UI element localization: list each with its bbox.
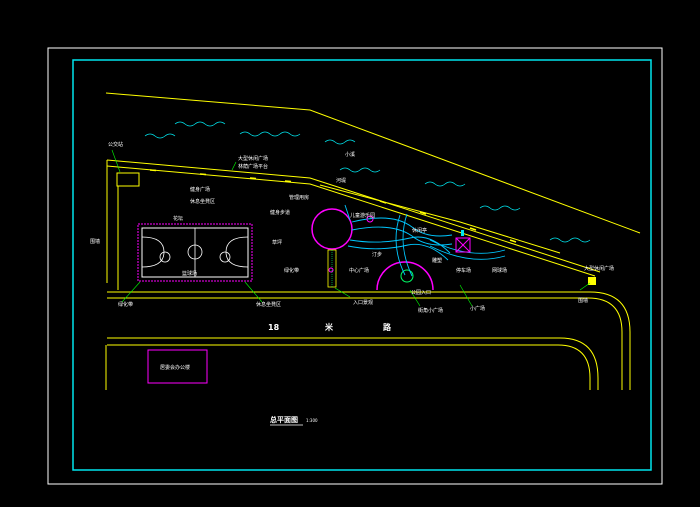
label-canopy-area-2: 林荫广场平台	[238, 163, 268, 170]
label-flower-bed: 花坛	[173, 215, 183, 222]
label-canopy-area: 大型休闲广场	[238, 155, 268, 162]
plan-labels: 公交站 小溪 大型休闲广场 林荫广场平台 健身广场 休息坐凳区 花坛 篮球场 围…	[90, 141, 614, 424]
label-tennis: 网球场	[492, 267, 507, 274]
label-road-unit: 米	[324, 322, 334, 332]
pavilion-marker	[461, 230, 464, 236]
label-bus-stop: 公交站	[108, 141, 123, 148]
label-stream: 小溪	[345, 151, 355, 158]
label-shelter-zone: 休息坐凳区	[190, 198, 215, 205]
basketball-court-area	[137, 223, 253, 282]
label-wall-2: 围墙	[578, 297, 588, 304]
label-entrance-landscape: 入口景观	[353, 299, 373, 306]
label-corner-plaza: 街角小广场	[418, 307, 443, 314]
entrance-plaza	[376, 261, 434, 291]
service-box	[588, 277, 596, 285]
drawing-scale: 1:300	[306, 418, 318, 423]
label-sculpture: 雕塑	[432, 257, 442, 264]
label-service-2: 大型休闲广场	[584, 265, 614, 272]
label-central-plaza: 中心广场	[349, 267, 369, 274]
outer-frame	[47, 47, 663, 485]
garden-paths	[344, 204, 506, 277]
label-stepping-path: 汀步	[372, 251, 382, 258]
label-wall: 围墙	[90, 238, 100, 245]
label-pavilion: 休闲亭	[412, 227, 427, 234]
label-entrance: 公园入口	[411, 290, 431, 296]
label-shelter-zone-2: 休息坐凳区	[256, 301, 281, 308]
label-service: 管理用房	[289, 194, 309, 201]
river-bank-line	[105, 92, 641, 234]
inner-frame	[72, 59, 652, 471]
central-plaza	[311, 208, 353, 288]
label-childrens-play: 儿童游乐园	[350, 212, 375, 219]
label-road-name: 路	[383, 322, 392, 332]
promenade	[106, 159, 601, 277]
label-fitness-plaza: 健身广场	[190, 186, 210, 193]
label-lawn: 草坪	[272, 239, 282, 246]
label-road-width: 18	[268, 323, 280, 332]
bench-marks	[149, 169, 517, 243]
leader-lines	[111, 149, 591, 307]
road	[105, 291, 631, 390]
drawing-title: 总平面图	[270, 415, 298, 424]
plaza-accents	[328, 215, 471, 273]
label-plant-belt-2: 绿化带	[118, 301, 133, 308]
label-office: 居委会办公楼	[160, 364, 190, 371]
label-basketball: 篮球场	[182, 270, 197, 277]
office-building	[147, 349, 208, 384]
water-waves	[144, 121, 591, 243]
label-fitness-trail: 健身步道	[270, 209, 290, 216]
label-small-square: 小广场	[470, 305, 485, 312]
site-boundary	[106, 160, 140, 290]
label-plant-belt: 绿化带	[284, 267, 299, 274]
label-parking-lot: 停车场	[456, 267, 471, 274]
label-river-bank: 河堤	[336, 177, 346, 184]
